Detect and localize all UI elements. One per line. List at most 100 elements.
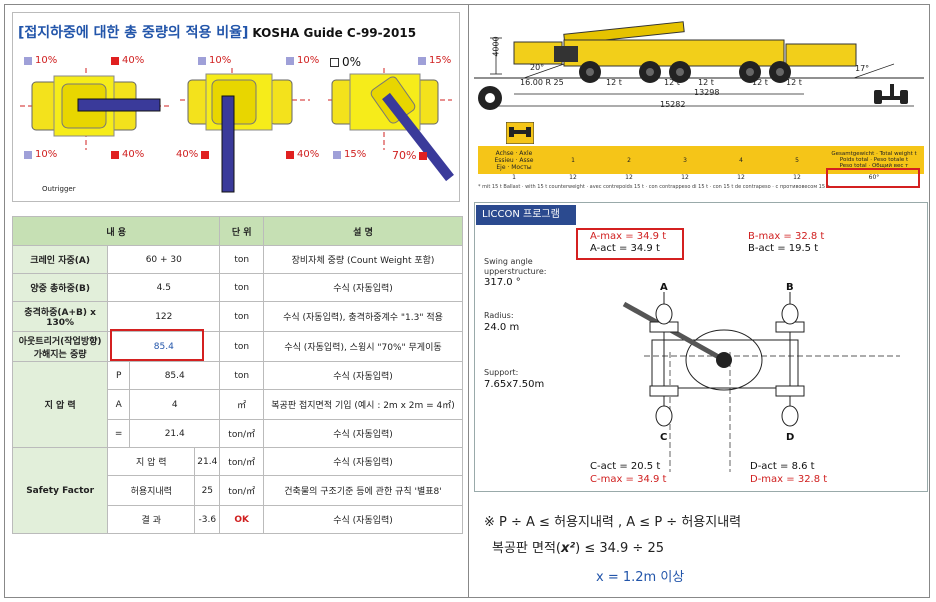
crane3-pct-bl: 15%	[333, 149, 366, 160]
safety-value: 25	[194, 475, 221, 506]
formula-area-pre: 복공판 면적(	[492, 541, 562, 556]
row-desc: 수식 (자동입력)	[263, 273, 463, 302]
ground-value: 4	[129, 389, 221, 420]
ground-value: 21.4	[129, 419, 221, 448]
row-value: 122	[107, 301, 221, 332]
axle-load-2: 12 t	[664, 78, 680, 87]
safety-unit: ton/㎡	[219, 475, 265, 506]
axle-row-4: 12	[681, 174, 689, 181]
swing-angle-label: Swing angle upperstructure:	[484, 257, 547, 276]
safety-desc: 건축물의 구조기준 등에 관한 규칙 '별표8'	[263, 475, 463, 506]
figure-title-ko: [접지하중에 대한 총 중량의 적용 비율]	[18, 25, 249, 41]
axle-row-total: 60°	[868, 174, 880, 181]
axle-load-1: 12 t	[606, 78, 622, 87]
axle-col-1: 1	[571, 156, 575, 164]
ground-value: 85.4	[129, 361, 221, 390]
crane-side-view	[474, 21, 924, 110]
axle-row-5: 12	[737, 174, 745, 181]
document-frame	[4, 4, 930, 598]
highlight-outrigger-load	[110, 329, 204, 361]
row-unit: ton	[219, 331, 265, 362]
axle-icon	[506, 122, 534, 144]
ground-sym: P	[107, 361, 131, 390]
outrigger-label-b: B	[786, 282, 794, 293]
figure-title: [접지하중에 대한 총 중량의 적용 비율]KOSHA Guide C-99-2…	[18, 22, 416, 42]
b-max: B-max = 32.8 t	[748, 231, 825, 242]
radius-label: Radius:	[484, 311, 514, 320]
formula-area-post: ) ≤ 34.9 ÷ 25	[575, 541, 664, 556]
highlight-total-weight	[826, 168, 920, 188]
crane3-pct-tr: 15%	[418, 55, 451, 66]
support-value: 7.65x7.50m	[484, 379, 545, 390]
ground-desc: 수식 (자동입력)	[263, 419, 463, 448]
b-act: B-act = 19.5 t	[748, 243, 819, 254]
col-header-desc: 설 명	[263, 216, 463, 246]
safety-value: 21.4	[194, 447, 221, 476]
crane-diagram-3	[328, 68, 454, 182]
row-unit: ton	[219, 301, 265, 332]
safety-desc: 수식 (자동입력)	[263, 447, 463, 476]
a-act: A-act = 34.9 t	[590, 243, 660, 254]
outrigger-label: Outrigger	[42, 185, 76, 193]
axle-header: Achse · Axle Essieu · Asse Eje · Мосты	[494, 149, 534, 171]
axle-load-5: 12 t	[786, 78, 802, 87]
row-label: 충격하중(A+B) x 130%	[11, 301, 109, 332]
a-max: A-max = 34.9 t	[590, 231, 667, 242]
safety-factor-label: Safety Factor	[11, 447, 109, 534]
crane-top-views	[20, 68, 454, 193]
safety-sym: 허용지내력	[107, 475, 196, 506]
row-value: 60 + 30	[107, 245, 221, 274]
ground-desc: 복공판 접지면적 기입 (예시 : 2m x 2m = 4㎡)	[263, 389, 463, 420]
formula-result: x = 1.2m 이상	[596, 570, 685, 585]
crane1-pct-br: 40%	[111, 149, 144, 160]
ground-unit: ㎡	[219, 389, 265, 420]
crane2-pct-tl: 10%	[198, 55, 231, 66]
col-header-content: 내 용	[11, 216, 221, 246]
load-calc-grid: 내 용 단 위 설 명 크레인 자중(A) 60 + 30 ton 장비자체 중…	[11, 216, 463, 534]
row-label: 크레인 자중(A)	[11, 245, 109, 274]
row-desc: 수식 (자동입력), 스윙시 "70%" 무게이동	[263, 331, 463, 362]
liccon-diagram	[622, 292, 900, 472]
length-inner: 13298	[694, 88, 720, 97]
row-label: 양중 총하중(B)	[11, 273, 109, 302]
row-desc: 수식 (자동입력), 충격하중계수 "1.3" 적용	[263, 301, 463, 332]
crane1-pct-tr: 40%	[111, 55, 144, 66]
axle-col-2: 2	[627, 156, 631, 164]
axle-row-1: 1	[512, 174, 516, 181]
c-max: C-max = 34.9 t	[590, 474, 667, 485]
axle-total-header: Gesamtgewicht · Total weight t Poids tot…	[831, 151, 917, 169]
ground-sym: =	[107, 419, 131, 448]
crane2-pct-tr: 10%	[286, 55, 319, 66]
col-header-unit: 단 위	[219, 216, 265, 246]
center-divider	[468, 4, 469, 598]
ground-desc: 수식 (자동입력)	[263, 361, 463, 390]
crane-angle-rear: 17°	[855, 64, 870, 73]
axle-row-3: 12	[625, 174, 633, 181]
d-max: D-max = 32.8 t	[750, 474, 828, 485]
d-act: D-act = 8.6 t	[750, 461, 815, 472]
crane1-pct-bl: 10%	[24, 149, 57, 160]
crane-angle-front: 20°	[530, 63, 545, 72]
crane1-pct-tl: 10%	[24, 55, 57, 66]
crane3-pct-br: 70%	[392, 149, 428, 162]
liccon-title: LICCON 프로그램	[476, 205, 576, 225]
row-label: 아웃트리거(작업방향) 가해지는 중량	[11, 331, 109, 362]
formula-area-var: x²	[561, 541, 576, 556]
axle-col-3: 3	[683, 156, 687, 164]
ground-pressure-label: 지 압 력	[11, 361, 109, 448]
formula-area: 복공판 면적(x²) ≤ 34.9 ÷ 25	[492, 537, 664, 556]
crane2-pct-br: 40%	[286, 149, 319, 160]
result-desc: 수식 (자동입력)	[263, 505, 463, 534]
axle-note: * mit 15 t Ballast · with 15 t counterwe…	[478, 184, 830, 190]
axle-row-2: 12	[569, 174, 577, 181]
radius-value: 24.0 m	[484, 322, 520, 333]
support-label: Support:	[484, 368, 519, 377]
crane-diagram-2	[180, 68, 310, 193]
swing-angle-value: 317.0 °	[484, 277, 521, 288]
outrigger-label-c: C	[660, 432, 668, 443]
axle-load-4: 12 t	[752, 78, 768, 87]
ground-unit: ton	[219, 361, 265, 390]
safety-sym: 지 압 력	[107, 447, 196, 476]
axle-load-3: 12 t	[698, 78, 714, 87]
row-unit: ton	[219, 273, 265, 302]
